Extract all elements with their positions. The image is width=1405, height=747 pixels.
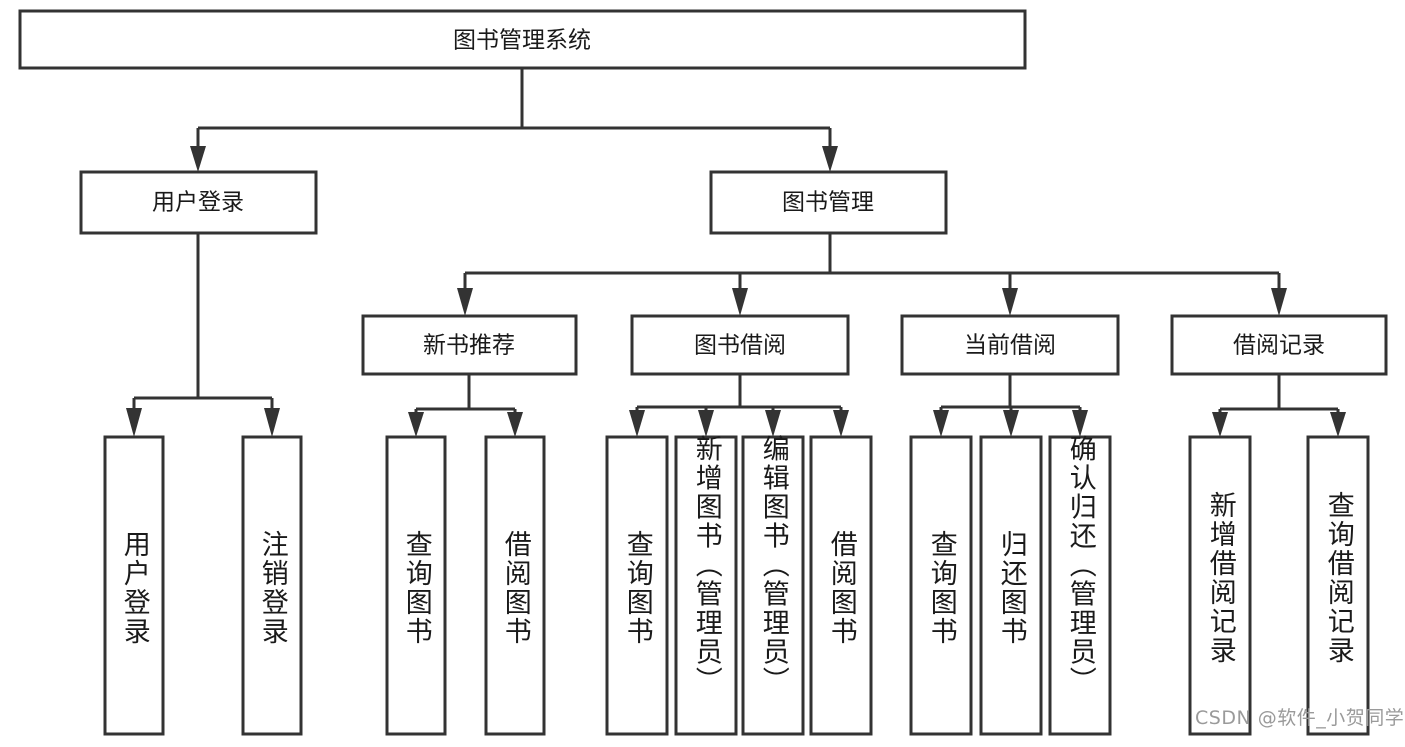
leaf-box-user-logout[interactable] [241,435,303,736]
arrow-head-leaf-current-return-book [1003,410,1019,437]
node-book-manage-label: 图书管理 [782,190,874,216]
node-borrow-record-label: 借阅记录 [1233,333,1325,359]
arrow-head-new-book-rec [457,288,473,316]
node-current-borrow-box[interactable] [900,314,1120,376]
arrow-head-book-borrow [732,288,748,316]
connector-group-current-borrow [933,374,1088,437]
arrow-head-leaf-current-confirm-return [1072,410,1088,437]
node-user-login-label: 用户登录 [152,190,244,216]
leaf-boxes-group [103,435,1370,736]
arrow-head-leaf-user-login [126,408,142,437]
arrow-head-leaf-rec-borrow-book [507,412,523,437]
node-book-manage-box[interactable] [709,170,948,235]
node-borrow-record[interactable]: 借阅记录 [1170,314,1388,376]
node-book-borrow[interactable]: 图书借阅 [630,314,850,376]
arrow-head-borrow-record [1271,288,1287,316]
leaf-box-rec-query-book[interactable] [385,435,447,736]
node-book-manage[interactable]: 图书管理 [709,170,948,235]
node-book-borrow-label: 图书借阅 [694,333,786,359]
csdn-watermark: CSDN @软件_小贺同学 [1195,707,1405,729]
arrow-head-leaf-record-query [1330,412,1346,437]
leaf-box-user-login[interactable] [103,435,165,736]
arrow-head-book-manage [822,146,838,172]
arrow-head-leaf-record-add [1212,412,1228,437]
node-new-book-rec-box[interactable] [361,314,578,376]
arrow-head-leaf-borrow-edit-book [765,410,781,437]
connector-group-book-borrow [629,374,849,437]
node-system-label: 图书管理系统 [453,28,591,54]
arrow-head-leaf-current-query-book [933,410,949,437]
node-book-borrow-box[interactable] [630,314,850,376]
arrow-head-leaf-borrow-query-book [629,410,645,437]
node-current-borrow[interactable]: 当前借阅 [900,314,1120,376]
connector-group-user-login [126,233,280,437]
arrow-head-leaf-borrow-add-book [698,410,714,437]
node-user-login-box[interactable] [79,170,318,235]
arrow-head-leaf-user-logout [264,408,280,437]
node-new-book-rec[interactable]: 新书推荐 [361,314,578,376]
node-new-book-rec-label: 新书推荐 [423,333,515,359]
node-system-box[interactable] [18,9,1027,70]
leaf-box-current-return-book[interactable] [979,435,1043,736]
connector-group-root [190,68,838,172]
leaf-box-rec-borrow-book[interactable] [484,435,546,736]
leaf-box-borrow-add-book[interactable] [674,435,738,736]
leaf-box-borrow-borrow-book[interactable] [809,435,873,736]
arrow-head-current-borrow [1002,288,1018,316]
leaf-box-record-add[interactable] [1188,435,1252,736]
connector-group-borrow-record [1212,374,1346,437]
leaf-box-current-confirm-return[interactable] [1048,435,1112,736]
node-user-login[interactable]: 用户登录 [79,170,318,235]
leaf-box-record-query[interactable] [1306,435,1370,736]
leaf-box-current-query-book[interactable] [909,435,973,736]
arrow-head-user-login [190,146,206,172]
node-current-borrow-label: 当前借阅 [964,333,1056,359]
connector-group-new-book-rec [408,374,523,437]
leaf-box-borrow-edit-book[interactable] [741,435,805,736]
arrow-head-leaf-rec-query-book [408,412,424,437]
connector-group-book-manage [457,233,1287,316]
leaf-box-borrow-query-book[interactable] [605,435,669,736]
node-system[interactable]: 图书管理系统 [18,9,1027,70]
arrow-head-leaf-borrow-borrow-book [833,410,849,437]
node-borrow-record-box[interactable] [1170,314,1388,376]
